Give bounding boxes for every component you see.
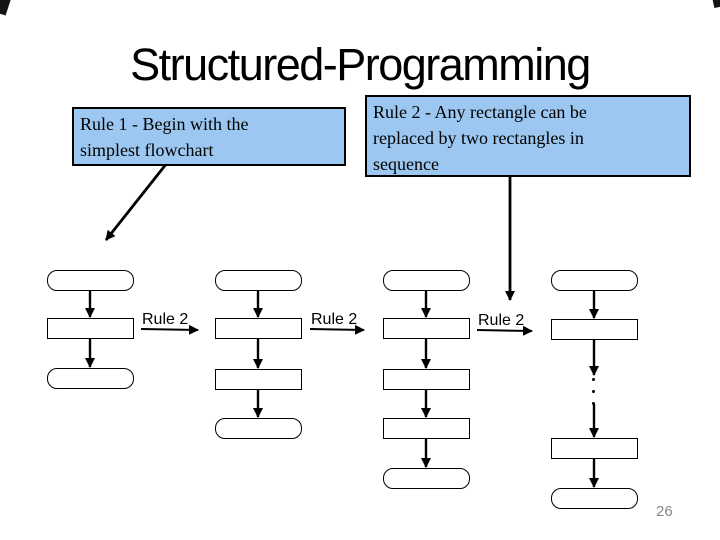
flowchart-process: [214, 318, 302, 339]
flowchart-process: [214, 369, 302, 390]
rule1-callout-line: Rule 1 - Begin with the: [80, 114, 249, 134]
slide-title: Structured-Programming: [130, 39, 591, 90]
flowchart-terminator: [382, 468, 470, 489]
page-number: 26: [656, 503, 673, 520]
rule1-callout-line: simplest flowchart: [80, 140, 214, 160]
flowchart-process: [382, 369, 470, 390]
flowchart-terminator: [214, 418, 302, 439]
rule1-callout: Rule 1 - Begin with the simplest flowcha…: [72, 107, 346, 166]
flowchart-terminator: [214, 270, 302, 291]
flowchart-terminator: [550, 488, 638, 509]
vertical-ellipsis-dot: [592, 378, 595, 381]
flowchart-process: [382, 418, 470, 439]
flowchart-process: [550, 438, 638, 459]
flowchart-terminator: [550, 270, 638, 291]
flowchart-terminator: [46, 368, 134, 389]
vertical-ellipsis-dot: [592, 402, 595, 405]
flowchart-process: [46, 318, 134, 339]
rule2-callout-line: Rule 2 - Any rectangle can be: [373, 102, 587, 122]
rule2-step-label: Rule 2: [478, 312, 525, 329]
rule2-callout-line: sequence: [373, 154, 439, 174]
flowchart-process: [382, 318, 470, 339]
vertical-ellipsis-dot: [592, 390, 595, 393]
flowchart-terminator: [382, 270, 470, 291]
rule2-callout-line: replaced by two rectangles in: [373, 128, 584, 148]
flowchart-process: [550, 319, 638, 340]
rule2-callout: Rule 2 - Any rectangle can be replaced b…: [365, 95, 691, 177]
rule2-step-label: Rule 2: [142, 311, 189, 328]
rule2-step-label: Rule 2: [311, 311, 358, 328]
flowchart-terminator: [46, 270, 134, 291]
